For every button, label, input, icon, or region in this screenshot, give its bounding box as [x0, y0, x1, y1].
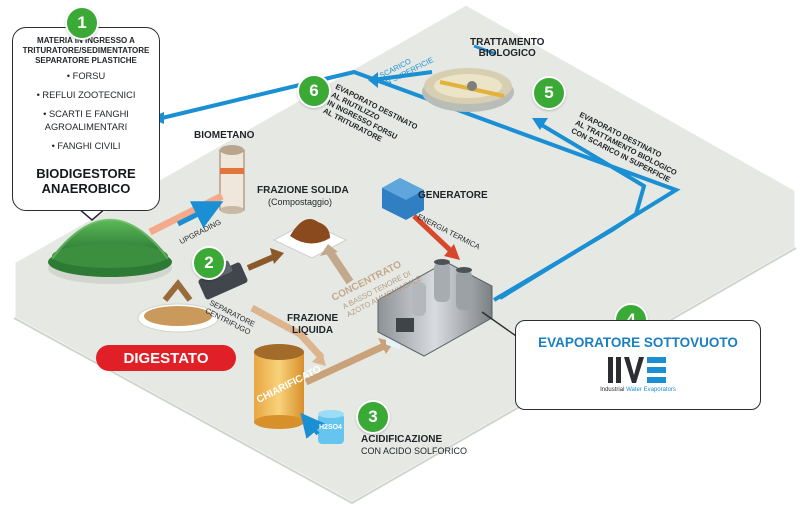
- step-badge-1: 1: [65, 6, 99, 40]
- label-trattamento-biologico: TRATTAMENTO BIOLOGICO: [470, 37, 544, 59]
- step-badge-5: 5: [532, 76, 566, 110]
- label-compostaggio: (Compostaggio): [268, 197, 333, 207]
- biodigester-title-line2: ANAEROBICO: [41, 181, 131, 196]
- callout-header-line2: TRITURATORE/SEDIMENTATORE: [22, 46, 150, 55]
- iwe-caption-industrial: Industrial: [600, 387, 625, 393]
- label-acido-solforico: CON ACIDO SOLFORICO: [361, 446, 468, 456]
- label-frazione-liquida: FRAZIONE LIQUIDA: [287, 313, 338, 337]
- iwe-logo: [608, 357, 666, 383]
- digestato-pill: [96, 345, 236, 371]
- callout-item-scarti: • SCARTI E FANGHI: [43, 109, 129, 119]
- biological-treatment-tank: [422, 68, 514, 112]
- biodigester-dome: [48, 218, 172, 284]
- label-biometano: BIOMETANO: [194, 130, 255, 141]
- iwe-caption-evaporators: Evaporators: [643, 387, 676, 393]
- label-frazione-liquida-line2: LIQUIDA: [292, 325, 334, 336]
- digestate-pond: [137, 279, 219, 333]
- label-digestato: DIGESTATO: [123, 350, 209, 367]
- clarified-tank: [254, 344, 304, 429]
- callout-item-forsu: • FORSU: [66, 71, 106, 81]
- generator-unit: [382, 178, 424, 350]
- step-badge-3: 3: [356, 400, 390, 434]
- label-frazione-liquida-line1: FRAZIONE: [287, 313, 339, 324]
- input-materials-callout: MATERIA IN INGRESSO A TRITURATORE/SEDIME…: [12, 27, 160, 211]
- biomethane-tank: [219, 145, 245, 214]
- label-acidificazione: ACIDIFICAZIONE: [361, 434, 443, 445]
- iwe-logo-caption: Industrial Water Evaporators: [516, 387, 760, 393]
- label-trattamento-line2: BIOLOGICO: [478, 48, 536, 59]
- callout-item-agroalimentari: AGROALIMENTARI: [44, 122, 128, 132]
- evaporator-machine: [377, 259, 493, 357]
- label-generatore: GENERATORE: [418, 190, 488, 201]
- label-h2so4: H2SO4: [319, 424, 342, 431]
- step-badge-6: 6: [297, 74, 331, 108]
- biodigester-title: BIODIGESTORE ANAEROBICO: [13, 166, 159, 196]
- biodigester-title-line1: BIODIGESTORE: [36, 166, 136, 181]
- evaporatore-title: EVAPORATORE SOTTOVUOTO: [538, 335, 738, 350]
- callout-item-reflui: • REFLUI ZOOTECNICI: [36, 90, 136, 100]
- step-badge-2: 2: [192, 246, 226, 280]
- callout-header-line1: MATERIA IN INGRESSO A: [37, 36, 135, 45]
- callout-header-line3: SEPARATORE PLASTICHE: [35, 56, 137, 65]
- callout-header: MATERIA IN INGRESSO A TRITURATORE/SEDIME…: [19, 36, 153, 66]
- evaporatore-box: EVAPORATORE SOTTOVUOTO Industrial Water …: [515, 320, 761, 410]
- callout-item-fanghi: • FANGHI CIVILI: [51, 141, 121, 151]
- iwe-caption-water: Water: [626, 387, 642, 393]
- label-trattamento-line1: TRATTAMENTO: [470, 37, 545, 48]
- label-frazione-solida: FRAZIONE SOLIDA: [257, 185, 349, 196]
